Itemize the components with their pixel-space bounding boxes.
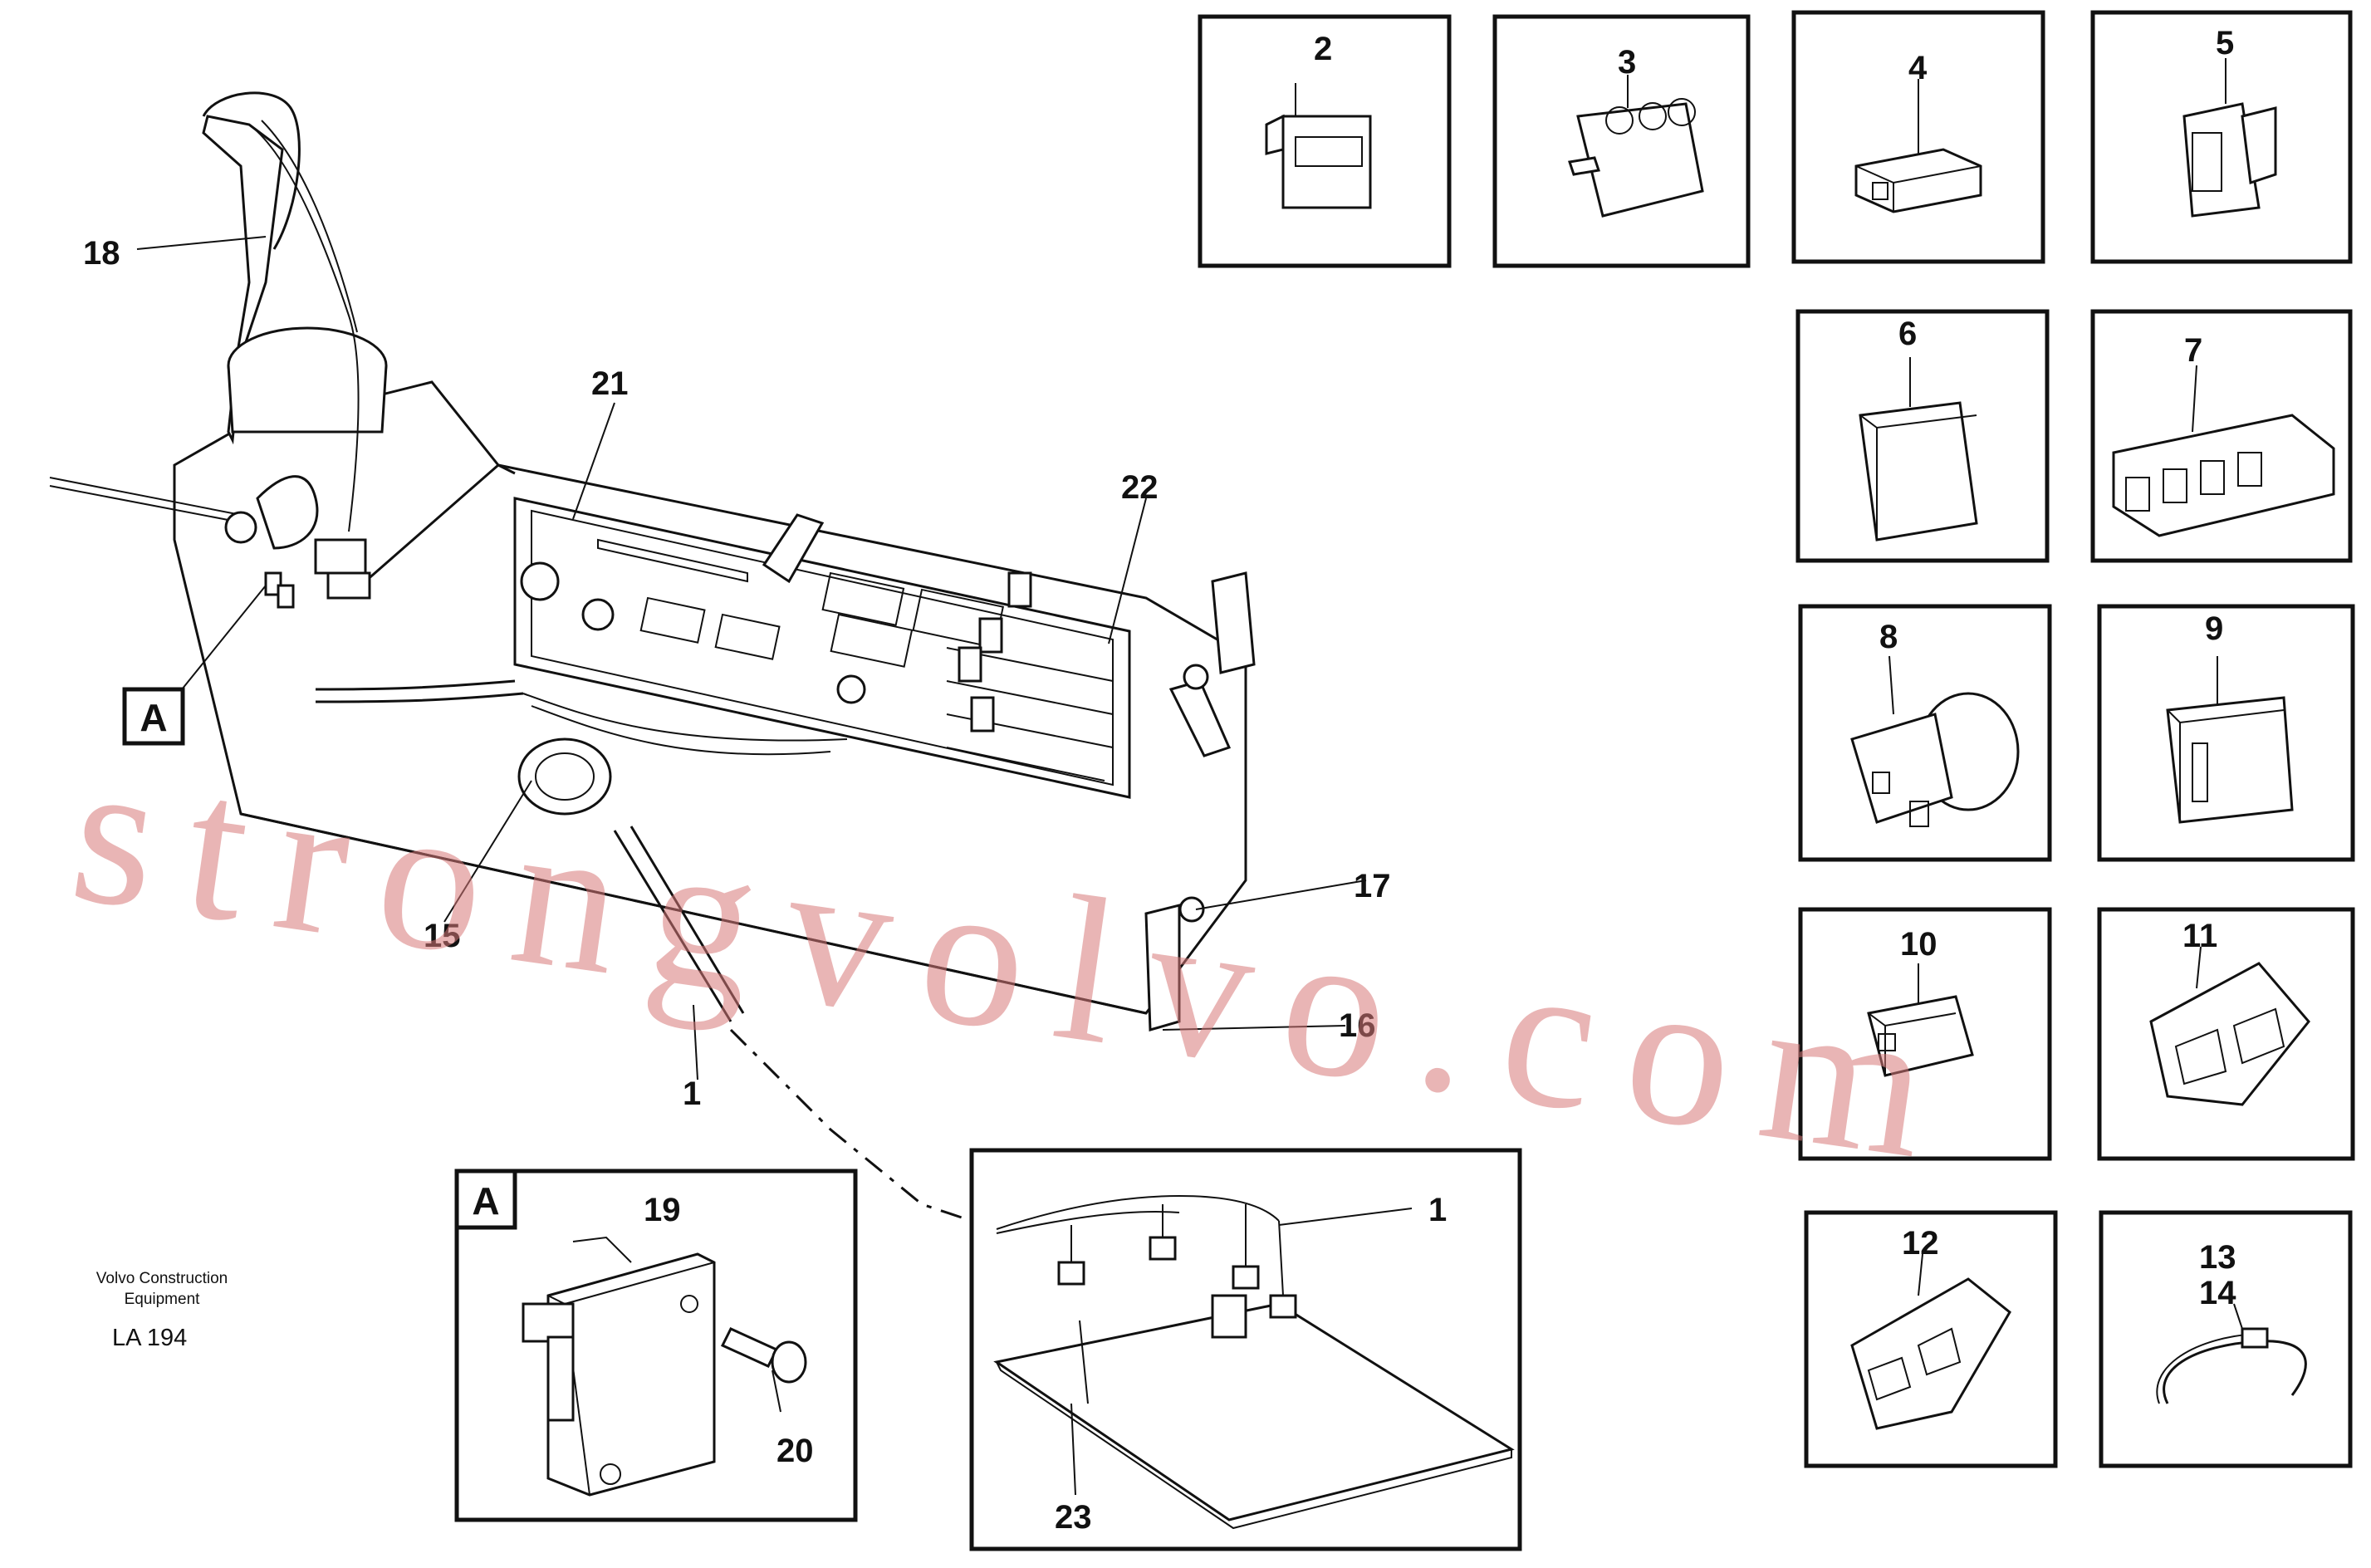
callout-20: 20 bbox=[776, 1433, 814, 1469]
connector-panel-6: 6 bbox=[1795, 309, 2050, 563]
circuit-board-panel: 1 23 bbox=[969, 1148, 1522, 1551]
callout-6: 6 bbox=[1898, 316, 1917, 352]
callout-21: 21 bbox=[591, 365, 629, 402]
callout-9: 9 bbox=[2205, 610, 2223, 647]
connector-panel-4: 4 bbox=[1791, 10, 2045, 264]
callout-11: 11 bbox=[2182, 918, 2217, 954]
connector-panel-12: 12 bbox=[1804, 1210, 2058, 1468]
callout-14: 14 bbox=[2199, 1275, 2236, 1311]
connector-panel-9: 9 bbox=[2097, 604, 2355, 862]
callout-10: 10 bbox=[1900, 926, 1937, 963]
callout-4: 4 bbox=[1908, 50, 1928, 86]
caption-block: Volvo Construction Equipment LA 194 bbox=[96, 1270, 228, 1351]
callout-19: 19 bbox=[644, 1192, 681, 1228]
callout-13: 13 bbox=[2199, 1239, 2236, 1276]
callout-3: 3 bbox=[1618, 44, 1636, 81]
callout-2: 2 bbox=[1314, 31, 1332, 67]
callout-18: 18 bbox=[83, 235, 120, 272]
callout-8: 8 bbox=[1879, 619, 1898, 655]
callout-7: 7 bbox=[2184, 332, 2202, 369]
callout-5: 5 bbox=[2216, 25, 2234, 61]
control-console bbox=[49, 91, 1256, 1231]
connector-panel-5: 5 bbox=[2090, 10, 2353, 264]
connector-panel-8: 8 bbox=[1798, 604, 2052, 862]
callout-16: 16 bbox=[1339, 1007, 1376, 1044]
connector-panel-7: 7 bbox=[2090, 309, 2353, 563]
connector-panel-3: 3 bbox=[1492, 14, 1751, 268]
callout-1-main: 1 bbox=[683, 1076, 701, 1112]
detail-reference-a: A bbox=[122, 687, 185, 746]
caption-company-line2: Equipment bbox=[125, 1291, 201, 1308]
detail-a-panel: A 19 20 bbox=[454, 1169, 858, 1522]
drawing-code: LA 194 bbox=[112, 1325, 187, 1351]
caption-company-line1: Volvo Construction bbox=[96, 1270, 228, 1287]
callout-22: 22 bbox=[1121, 469, 1159, 506]
connector-panel-11: 11 bbox=[2097, 907, 2355, 1161]
callout-1-board: 1 bbox=[1428, 1192, 1447, 1228]
callout-15: 15 bbox=[424, 918, 461, 954]
connector-panel-2: 2 bbox=[1198, 14, 1452, 268]
connector-panel-10: 10 bbox=[1798, 907, 2052, 1161]
leader-lines bbox=[136, 236, 1367, 1080]
watermark-text: strongvolvo.com bbox=[60, 714, 1973, 1207]
connector-panel-13-14: 13 14 bbox=[2099, 1210, 2353, 1468]
callout-12: 12 bbox=[1902, 1225, 1939, 1262]
callout-17: 17 bbox=[1354, 868, 1391, 904]
detail-reference-label: A bbox=[140, 696, 167, 739]
detail-panel-label: A bbox=[472, 1179, 499, 1223]
callout-23: 23 bbox=[1055, 1499, 1092, 1536]
